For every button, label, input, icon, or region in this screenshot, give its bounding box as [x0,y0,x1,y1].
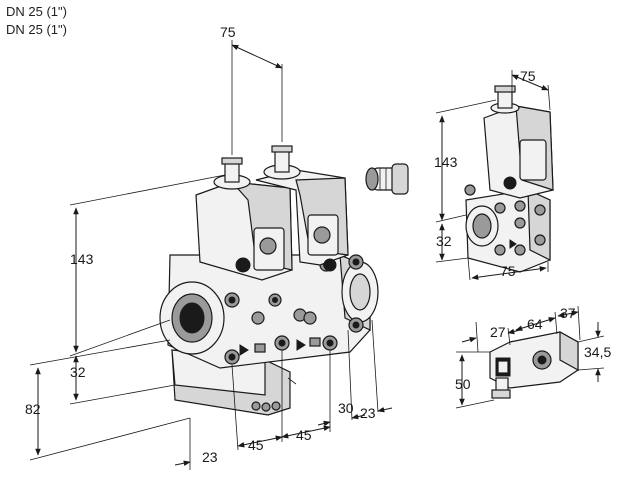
plug-connector-drawing [489,330,579,399]
dim-main-base-height: 82 [25,401,41,417]
dim-plug-27: 27 [490,324,506,340]
dim-plug-37: 37 [560,305,576,321]
header-title-1: DN 25 (1") [6,4,67,19]
dim-single-top-width: 75 [520,68,536,84]
dim-main-height: 143 [70,251,94,267]
dim-main-offset: 32 [70,364,86,380]
single-valve-dimensions: 75 143 32 75 [434,68,551,281]
dim-main-side-offset: 30 [338,400,354,416]
dim-plug-50: 50 [455,376,471,392]
header-title-2: DN 25 (1") [6,22,67,37]
single-valve-drawing [464,85,554,273]
plug-dimensions: 27 64 37 50 34,5 [455,305,611,409]
dim-main-base-depth: 23 [202,449,218,465]
dim-main-spacing-1: 45 [248,437,264,453]
dim-main-side-depth: 23 [360,405,376,421]
dim-main-top-width: 75 [220,24,236,40]
double-valve-drawing [159,145,379,416]
dim-plug-64: 64 [527,316,543,332]
dim-single-height: 143 [434,154,458,170]
cable-gland [365,163,409,195]
main-dimensions: 75 143 32 82 23 45 45 30 2 [25,24,393,470]
dim-main-spacing-2: 45 [296,427,312,443]
dim-plug-34-5: 34,5 [584,344,611,360]
dim-single-offset: 32 [436,233,452,249]
dim-single-bottom-width: 75 [500,263,516,279]
